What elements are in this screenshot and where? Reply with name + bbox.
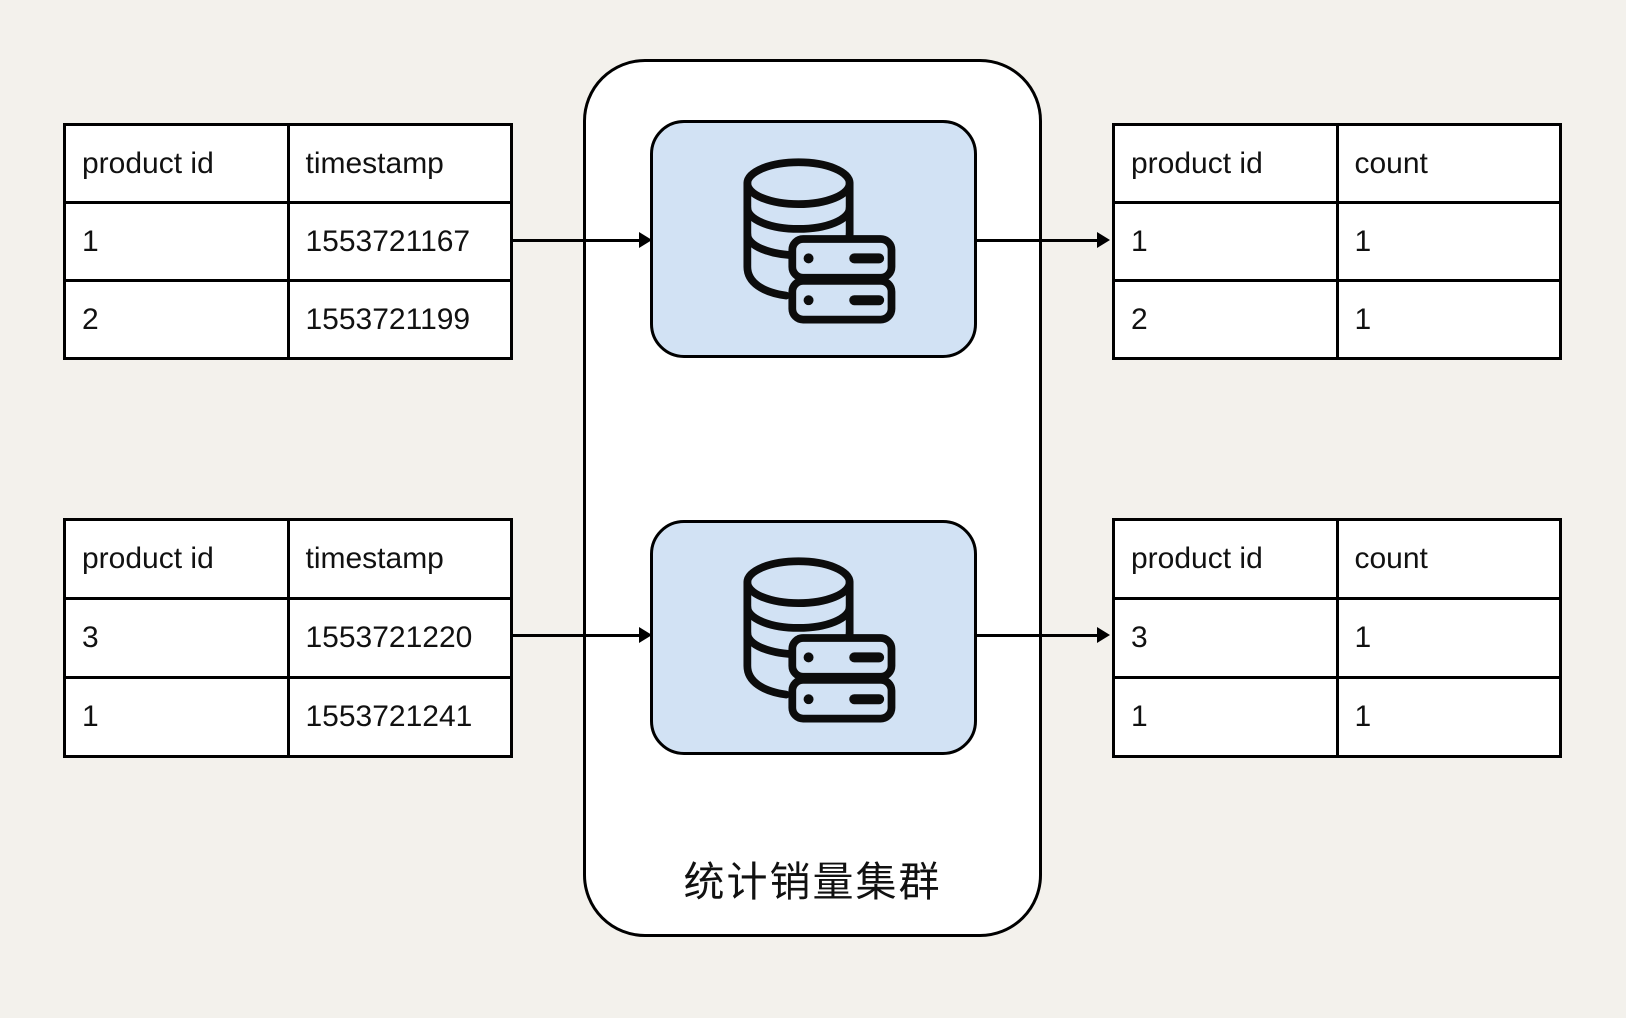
database-server-icon [742, 556, 895, 722]
header-cell: product id [1112, 123, 1339, 204]
table-header-row: product id timestamp [63, 518, 513, 600]
data-cell: 1 [1335, 201, 1562, 282]
arrow-head-icon [1097, 232, 1110, 248]
table-row: 1 1553721167 [63, 201, 513, 282]
arrow-output-top [977, 232, 1110, 248]
data-cell: 1553721220 [286, 597, 513, 679]
table-header-row: product id count [1112, 518, 1562, 600]
input-table-bottom: product id timestamp 3 1553721220 1 1553… [63, 518, 513, 758]
header-cell: product id [63, 123, 290, 204]
data-cell: 1553721241 [286, 676, 513, 758]
arrow-shaft [977, 633, 1099, 637]
arrow-input-top [513, 232, 652, 248]
header-cell: timestamp [286, 123, 513, 204]
database-node-top [650, 120, 977, 358]
data-cell: 3 [1112, 597, 1339, 679]
data-cell: 1 [1112, 201, 1339, 282]
table-row: 1 1 [1112, 676, 1562, 758]
data-cell: 1553721167 [286, 201, 513, 282]
arrow-input-bottom [513, 627, 652, 643]
table-row: 2 1 [1112, 279, 1562, 360]
arrow-head-icon [1097, 627, 1110, 643]
header-cell: product id [1112, 518, 1339, 600]
cluster-label: 统计销量集群 [683, 859, 942, 905]
data-cell: 1 [63, 676, 290, 758]
table-header-row: product id count [1112, 123, 1562, 204]
data-cell: 1 [1112, 676, 1339, 758]
header-cell: product id [63, 518, 290, 600]
data-cell: 1 [1335, 279, 1562, 360]
arrow-shaft [513, 633, 641, 637]
data-cell: 2 [1112, 279, 1339, 360]
output-table-top: product id count 1 1 2 1 [1112, 123, 1562, 360]
table-row: 3 1553721220 [63, 597, 513, 679]
data-cell: 2 [63, 279, 290, 360]
database-node-bottom [650, 520, 977, 755]
database-server-icon [742, 158, 895, 324]
data-cell: 1553721199 [286, 279, 513, 360]
header-cell: count [1335, 518, 1562, 600]
header-cell: count [1335, 123, 1562, 204]
data-cell: 1 [1335, 597, 1562, 679]
table-row: 2 1553721199 [63, 279, 513, 360]
table-header-row: product id timestamp [63, 123, 513, 204]
arrow-head-icon [639, 627, 652, 643]
data-cell: 1 [63, 201, 290, 282]
output-table-bottom: product id count 3 1 1 1 [1112, 518, 1562, 758]
input-table-top: product id timestamp 1 1553721167 2 1553… [63, 123, 513, 360]
data-cell: 3 [63, 597, 290, 679]
table-row: 1 1 [1112, 201, 1562, 282]
table-row: 3 1 [1112, 597, 1562, 679]
arrow-head-icon [639, 232, 652, 248]
data-cell: 1 [1335, 676, 1562, 758]
arrow-output-bottom [977, 627, 1110, 643]
arrow-shaft [513, 238, 641, 242]
arrow-shaft [977, 238, 1099, 242]
header-cell: timestamp [286, 518, 513, 600]
table-row: 1 1553721241 [63, 676, 513, 758]
